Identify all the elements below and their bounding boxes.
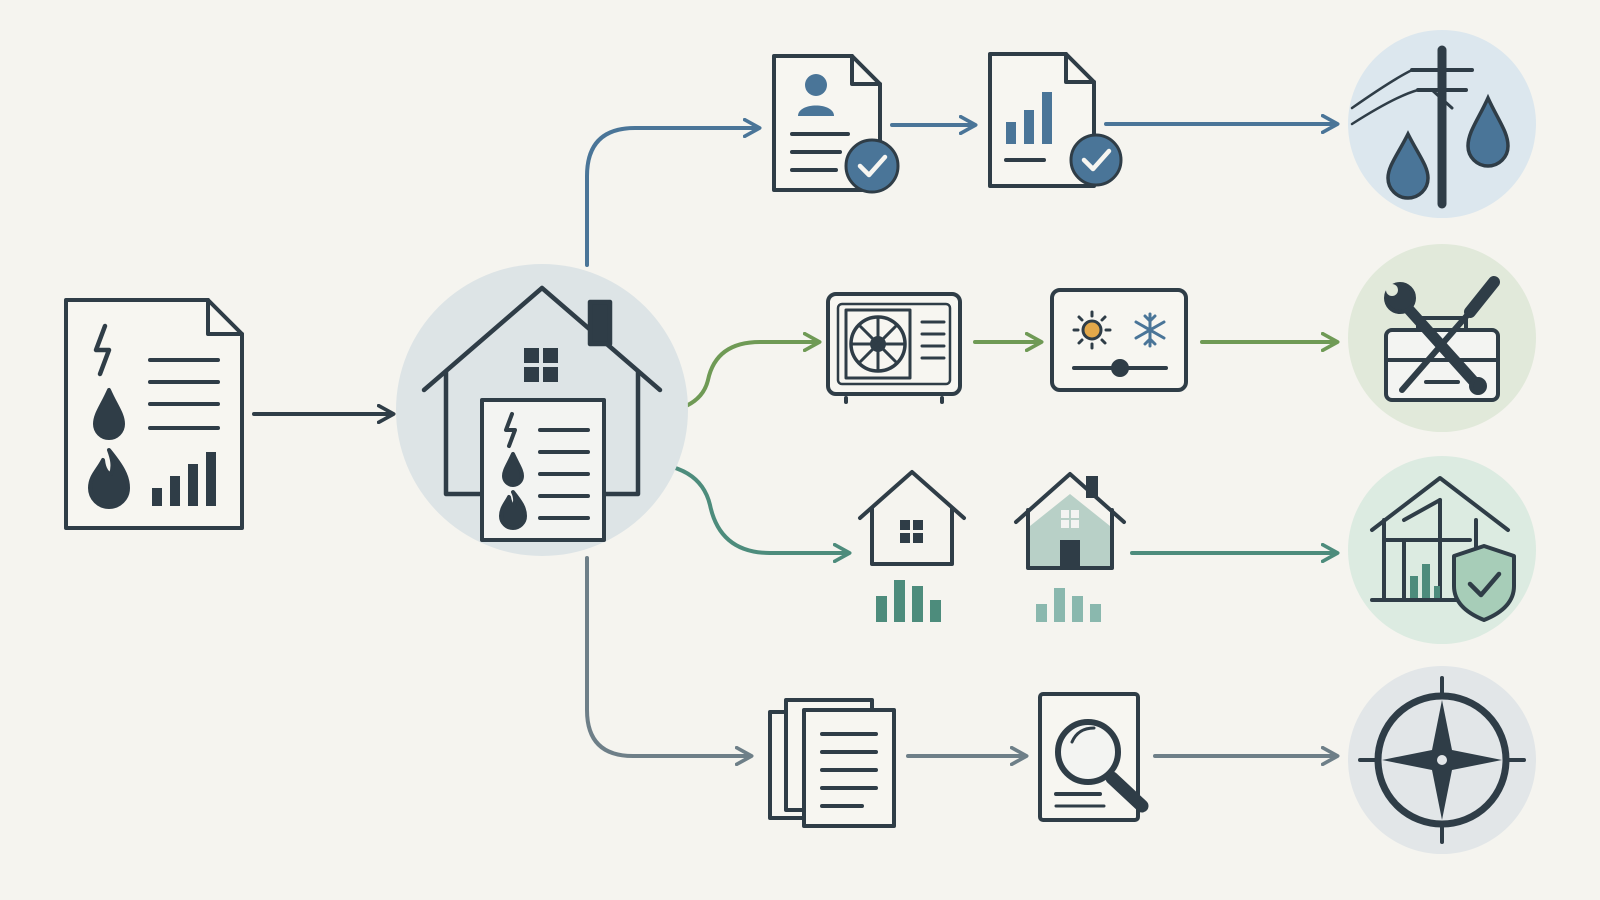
usage-bars-icon xyxy=(152,452,216,506)
house-usage-comparison-icon xyxy=(1014,472,1126,622)
home-with-utility-records-icon xyxy=(396,264,688,556)
sun-icon xyxy=(1072,310,1112,350)
verified-check-icon xyxy=(1069,133,1123,187)
window-icon xyxy=(524,348,558,382)
hub-to-records-arrow xyxy=(585,556,750,756)
protected-home-structure-icon xyxy=(1348,456,1536,644)
water-drop-icon xyxy=(1386,130,1430,200)
snowflake-icon xyxy=(1134,312,1166,348)
magnifier-icon xyxy=(1055,719,1149,813)
hub-to-utilities-arrow xyxy=(585,128,758,267)
compass-guidance-icon xyxy=(1348,666,1536,854)
water-drop-icon xyxy=(93,388,125,440)
usage-bars-icon xyxy=(1410,564,1440,598)
repair-tools-toolbox-icon xyxy=(1348,244,1536,432)
water-drop-icon xyxy=(1466,93,1510,168)
house-usage-icon xyxy=(858,470,966,622)
thermostat-heat-cool-icon xyxy=(1050,288,1188,392)
usage-report-verified-icon xyxy=(988,52,1123,188)
screwdriver-icon xyxy=(1399,276,1500,393)
hvac-unit-icon xyxy=(826,292,962,404)
utility-records-sheet-icon xyxy=(480,398,606,542)
electricity-icon xyxy=(93,323,112,377)
document-stack-icon xyxy=(768,698,896,828)
contact-record-verified-icon xyxy=(772,54,900,194)
document-search-icon xyxy=(1038,692,1149,822)
utility-bill-document-icon xyxy=(64,298,244,530)
shield-check-icon xyxy=(1452,544,1516,622)
flame-icon xyxy=(88,448,130,509)
usage-bars-icon xyxy=(876,580,941,622)
verified-check-icon xyxy=(844,138,900,194)
usage-bars-icon xyxy=(1036,588,1101,622)
power-and-water-utilities-icon xyxy=(1348,30,1536,218)
